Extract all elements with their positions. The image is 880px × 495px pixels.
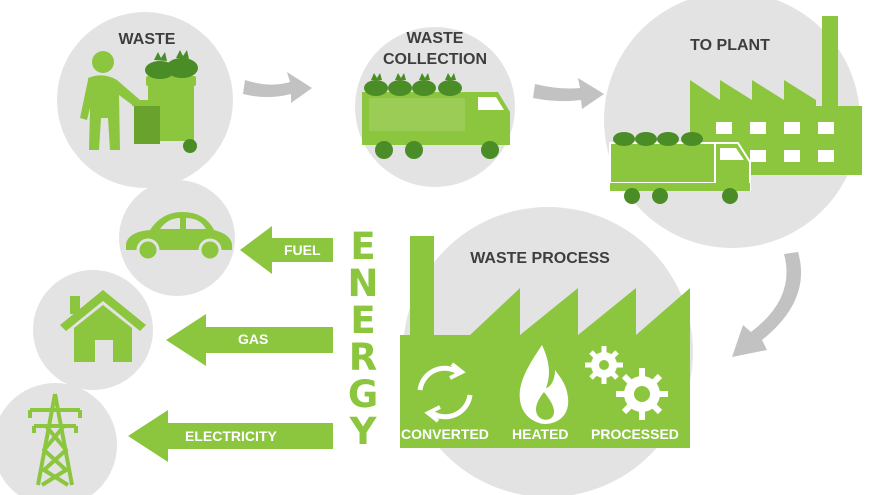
car-icon — [126, 212, 232, 262]
converted-label: CONVERTED — [401, 426, 489, 442]
gas-label: GAS — [238, 331, 269, 347]
garbage-bags-icon — [145, 50, 198, 79]
energy-word: E N E R G Y — [343, 228, 383, 450]
truck-icon — [362, 92, 510, 159]
gas-arrow — [166, 314, 333, 366]
energy-letter: R — [348, 336, 378, 379]
person-icon — [80, 51, 140, 150]
electricity-arrow — [128, 410, 333, 462]
fuel-label: FUEL — [284, 242, 321, 258]
flow-arrow-2 — [533, 78, 604, 109]
collection-label-line2: COLLECTION — [383, 51, 487, 68]
gears-icon — [585, 346, 668, 420]
flow-arrow-1 — [243, 72, 312, 103]
bin-icon — [132, 76, 197, 153]
energy-letter: E — [350, 299, 376, 342]
processed-label: PROCESSED — [591, 426, 679, 442]
fuel-arrow — [240, 226, 333, 274]
plant-truck-icon — [609, 132, 751, 204]
flame-icon — [519, 345, 569, 424]
flow-arrow-3 — [732, 252, 802, 357]
electricity-label: ELECTRICITY — [185, 428, 277, 444]
house-icon — [60, 290, 146, 362]
recycle-icon — [417, 362, 473, 423]
energy-letter: E — [350, 225, 376, 268]
energy-letter: N — [347, 262, 379, 305]
energy-letter: G — [347, 373, 379, 416]
power-tower-icon — [28, 393, 82, 487]
to-plant-label: TO PLANT — [690, 37, 770, 54]
waste-process-label: WASTE PROCESS — [470, 250, 610, 267]
collection-label-line1: WASTE — [406, 30, 464, 47]
truck-bags-icon — [364, 73, 462, 96]
waste-label: WASTE — [118, 31, 176, 48]
heated-label: HEATED — [512, 426, 569, 442]
energy-letter: Y — [349, 410, 377, 453]
